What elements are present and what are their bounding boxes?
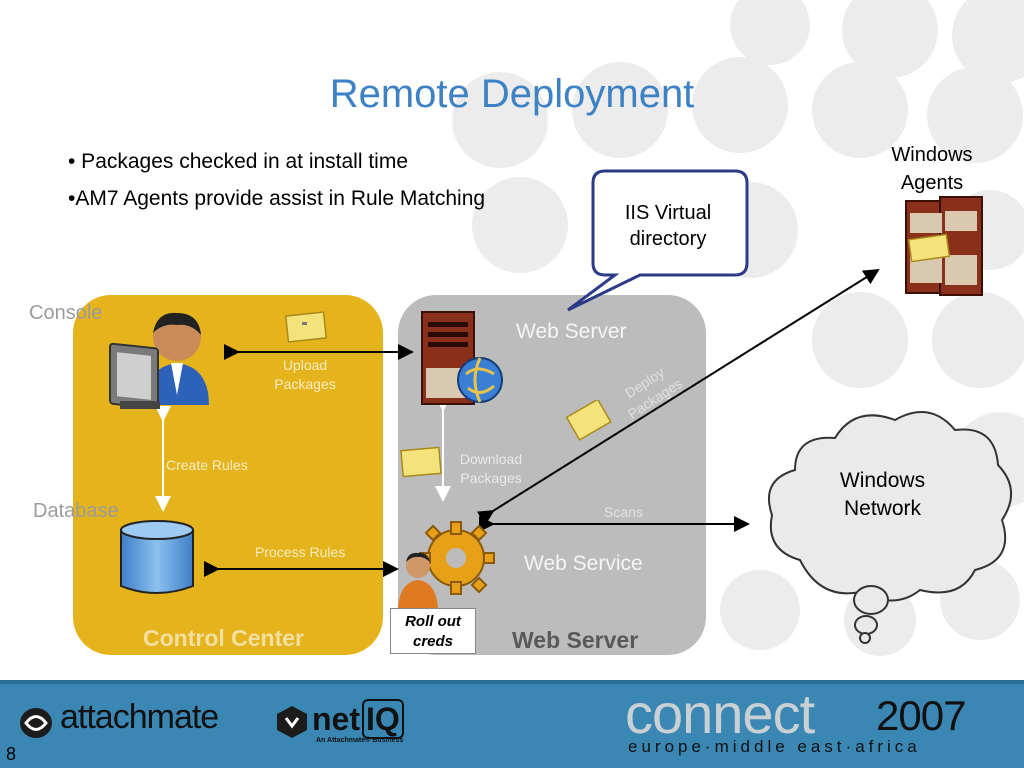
footer-top-edge [0,680,1024,684]
upload-packages-label: Upload Packages [274,357,336,392]
netiq-logo-icon [277,706,307,738]
control-center-label: Control Center [143,625,304,651]
scans-label: Scans [604,504,643,520]
windows-agents-label: Windows Agents [891,144,973,194]
page-number: 8 [6,744,17,764]
roll-out-creds-box: Roll out creds [390,608,476,654]
console-user-icon [109,312,209,410]
console-label: Console [29,302,103,324]
process-rules-label: Process Rules [255,544,346,560]
database-icon [120,520,194,594]
attachmate-logo-icon [20,708,52,738]
web-server-icon [421,311,503,405]
netiq-subtitle: An Attachmate® Business [316,737,404,744]
package-icon-download [400,446,442,478]
iis-callout-text: IIS Virtual directory [624,202,712,250]
connect-wordmark: connect [625,682,815,745]
database-label: Database [33,500,119,522]
package-icon-upload [284,311,328,343]
connector-layer [155,268,880,577]
connect-year: 2007 [876,692,966,739]
attachmate-wordmark: attachmate [60,698,219,736]
create-rules-label: Create Rules [166,457,248,473]
connect-region: europe·middle east·africa [628,737,921,756]
web-service-label: Web Service [524,552,643,575]
footer-bar [0,680,1024,768]
deploy-packages-arrow [476,268,880,526]
bullet-1: • Packages checked in at install time [68,150,409,173]
package-icon-deploy [565,400,612,441]
bullet-2: •AM7 Agents provide assist in Rule Match… [68,187,486,210]
web-server-top-label: Web Server [516,320,627,343]
web-server-bottom-label: Web Server [512,627,639,653]
web-service-gear-icon [398,521,495,608]
slide-title: Remote Deployment [329,72,695,116]
windows-agents-servers-icon [905,196,983,296]
download-packages-label: Download Packages [459,451,523,486]
